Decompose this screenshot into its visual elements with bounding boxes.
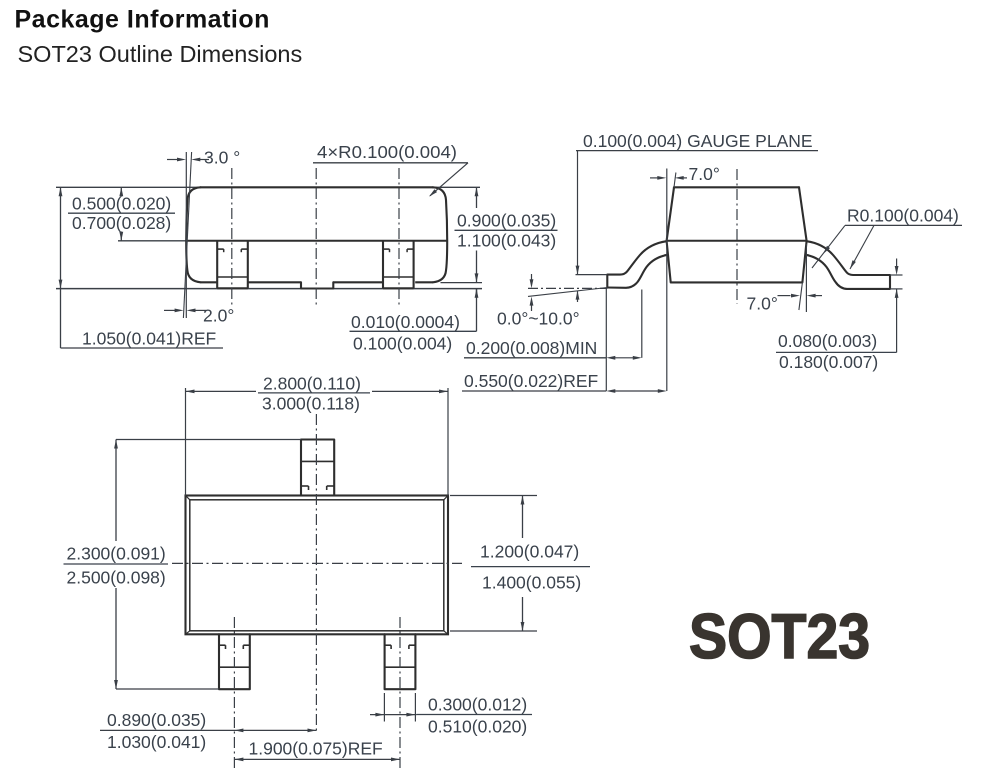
- svg-text:0.890(0.035): 0.890(0.035): [107, 710, 206, 730]
- svg-text:7.0°: 7.0°: [747, 294, 778, 314]
- svg-text:2.800(0.110): 2.800(0.110): [263, 373, 361, 393]
- svg-text:1.900(0.075)REF: 1.900(0.075)REF: [249, 739, 383, 759]
- svg-text:0.300(0.012): 0.300(0.012): [428, 694, 527, 714]
- svg-text:0.100(0.004): 0.100(0.004): [353, 333, 452, 353]
- svg-text:7.0°: 7.0°: [689, 164, 720, 184]
- svg-text:0.100(0.004) GAUGE PLANE: 0.100(0.004) GAUGE PLANE: [583, 131, 813, 151]
- svg-text:0.180(0.007): 0.180(0.007): [779, 352, 878, 372]
- svg-text:0.550(0.022)REF: 0.550(0.022)REF: [464, 371, 598, 391]
- svg-text:1.050(0.041)REF: 1.050(0.041)REF: [82, 329, 216, 349]
- svg-text:1.200(0.047): 1.200(0.047): [480, 542, 579, 562]
- svg-text:2.500(0.098): 2.500(0.098): [67, 567, 166, 587]
- svg-text:0.200(0.008)MIN: 0.200(0.008)MIN: [466, 338, 597, 358]
- svg-text:0.010(0.0004): 0.010(0.0004): [351, 312, 460, 332]
- svg-text:3.000(0.118): 3.000(0.118): [262, 393, 360, 413]
- svg-text:R0.100(0.004): R0.100(0.004): [847, 206, 959, 226]
- svg-text:2.300(0.091): 2.300(0.091): [67, 544, 166, 564]
- svg-text:0.900(0.035): 0.900(0.035): [457, 211, 556, 231]
- svg-text:SOT23 Outline Dimensions: SOT23 Outline Dimensions: [18, 41, 303, 67]
- svg-text:1.400(0.055): 1.400(0.055): [482, 573, 581, 593]
- svg-text:2.0°: 2.0°: [203, 306, 234, 326]
- svg-text:0.500(0.020): 0.500(0.020): [72, 194, 171, 214]
- svg-text:1.030(0.041): 1.030(0.041): [107, 732, 206, 752]
- svg-text:1.100(0.043): 1.100(0.043): [457, 230, 556, 250]
- svg-text:0.700(0.028): 0.700(0.028): [72, 213, 171, 233]
- svg-text:0.510(0.020): 0.510(0.020): [428, 716, 527, 736]
- svg-text:0.080(0.003): 0.080(0.003): [778, 331, 877, 351]
- svg-text:4×R0.100(0.004): 4×R0.100(0.004): [317, 142, 457, 162]
- svg-text:0.0°~10.0°: 0.0°~10.0°: [497, 309, 580, 329]
- svg-text:Package Information: Package Information: [15, 6, 270, 34]
- svg-text:3.0 °: 3.0 °: [204, 148, 240, 168]
- svg-text:SOT23: SOT23: [689, 602, 870, 672]
